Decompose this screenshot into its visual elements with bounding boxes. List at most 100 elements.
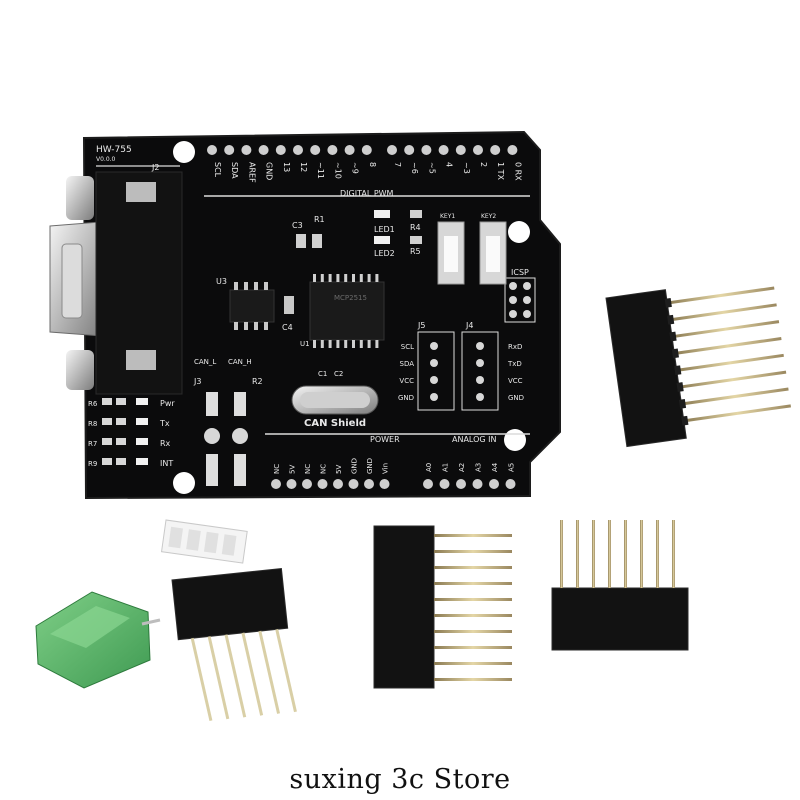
header-pin <box>434 598 512 601</box>
r5-label: R5 <box>410 247 421 256</box>
resistor-label: R7 <box>88 440 97 448</box>
c1-label: C1 <box>318 370 327 378</box>
key1-label: KEY1 <box>440 213 455 220</box>
header-pad <box>258 145 269 155</box>
header-pin <box>592 520 595 588</box>
power-pin-label: NC <box>273 464 281 474</box>
header-pad <box>286 479 297 489</box>
header-pad <box>271 479 281 489</box>
c4-label: C4 <box>282 323 293 332</box>
header-pin <box>676 353 784 372</box>
board-version-label: V0.0.0 <box>96 156 116 163</box>
header-6pin <box>171 567 297 722</box>
analog-pin-label: A0 <box>425 463 433 472</box>
green-terminal-block <box>35 591 161 689</box>
header-pin <box>560 520 563 588</box>
power-label: POWER <box>370 435 400 444</box>
led-label: Pwr <box>160 399 175 408</box>
power-pin-label: GND <box>366 458 374 474</box>
led2-label: LED2 <box>374 249 395 258</box>
resistor <box>102 438 112 445</box>
led1-label: LED1 <box>374 225 395 234</box>
top-pin-label: AREF <box>247 162 256 183</box>
header-pad <box>423 479 433 489</box>
resistor <box>102 418 112 425</box>
header-pin <box>678 370 787 389</box>
header-pad <box>490 145 501 155</box>
power-pin-label: 5V <box>289 465 297 474</box>
header-pin <box>434 630 512 633</box>
j4-pin-label: TxD <box>507 360 522 368</box>
top-pin-label: ~5 <box>427 162 436 174</box>
power-pin-label: NC <box>304 464 312 474</box>
header-pin <box>683 404 792 423</box>
mounting-hole <box>173 141 195 163</box>
j4-pin-label: RxD <box>508 343 522 351</box>
header-pad <box>472 479 483 489</box>
r1-label: R1 <box>314 215 325 224</box>
header-pad <box>473 145 483 155</box>
header-pad <box>439 479 450 489</box>
top-pin-label: 4 <box>445 162 454 167</box>
key2-label: KEY2 <box>481 213 496 220</box>
header-pin <box>669 303 777 322</box>
header-pin <box>671 320 780 339</box>
digital-pwm-label: DIGITAL PWM <box>340 189 394 198</box>
header-pad <box>348 479 359 489</box>
header-pad <box>456 479 466 489</box>
top-pin-label: SCL <box>213 162 222 178</box>
j4-pin-label: GND <box>508 394 524 402</box>
header-pin <box>434 582 512 585</box>
r4-label: R4 <box>410 223 421 232</box>
key1-button: KEY1 <box>437 213 465 285</box>
header-pin <box>681 387 789 406</box>
header-pin <box>241 632 264 716</box>
j5-pin-label: GND <box>398 394 414 402</box>
top-pin-label: 1 TX <box>496 162 505 181</box>
header-pad <box>421 145 432 155</box>
top-pin-label: SDA <box>230 162 239 179</box>
status-led <box>136 398 148 405</box>
j3-label: J3 <box>193 377 201 386</box>
resistor <box>102 458 112 465</box>
header-pad <box>364 479 374 489</box>
header-pad <box>207 145 217 155</box>
analog-pin-label: A2 <box>458 463 466 472</box>
can-h-label: CAN_H <box>228 358 252 366</box>
top-pin-label: 8 <box>368 162 377 167</box>
j5-pin-label: SDA <box>400 360 415 368</box>
top-pin-label: 7 <box>393 162 402 167</box>
top-pin-label: ~6 <box>410 162 419 174</box>
icsp-header: ICSP <box>504 268 536 323</box>
header-pad <box>455 145 466 155</box>
header-pin <box>434 534 512 537</box>
header-pin <box>190 637 213 722</box>
header-8pin-right <box>605 286 792 448</box>
header-pad <box>344 145 355 155</box>
analog-pin-label: A3 <box>475 463 483 472</box>
header-pad <box>333 479 343 489</box>
header-pad <box>302 479 312 489</box>
j4-pin-label: VCC <box>508 377 523 385</box>
board-model-label: HW-755 <box>96 145 132 155</box>
db9-connector <box>49 171 183 395</box>
top-pin-label: ~10 <box>333 162 342 179</box>
top-pin-label: 0 RX <box>513 162 522 181</box>
mounting-hole <box>504 429 526 451</box>
header-pin <box>576 520 579 588</box>
resistor <box>116 458 126 465</box>
header-pin <box>258 630 281 714</box>
status-led <box>136 418 148 425</box>
can-shield-title: CAN Shield <box>304 418 366 429</box>
led-label: Tx <box>159 419 170 428</box>
top-pin-label: 13 <box>282 162 291 172</box>
u3-chip: U3 <box>216 277 275 330</box>
header-pad <box>275 145 286 155</box>
resistor <box>116 398 126 405</box>
top-pin-label: ~9 <box>351 162 360 174</box>
header-pad <box>361 145 372 155</box>
